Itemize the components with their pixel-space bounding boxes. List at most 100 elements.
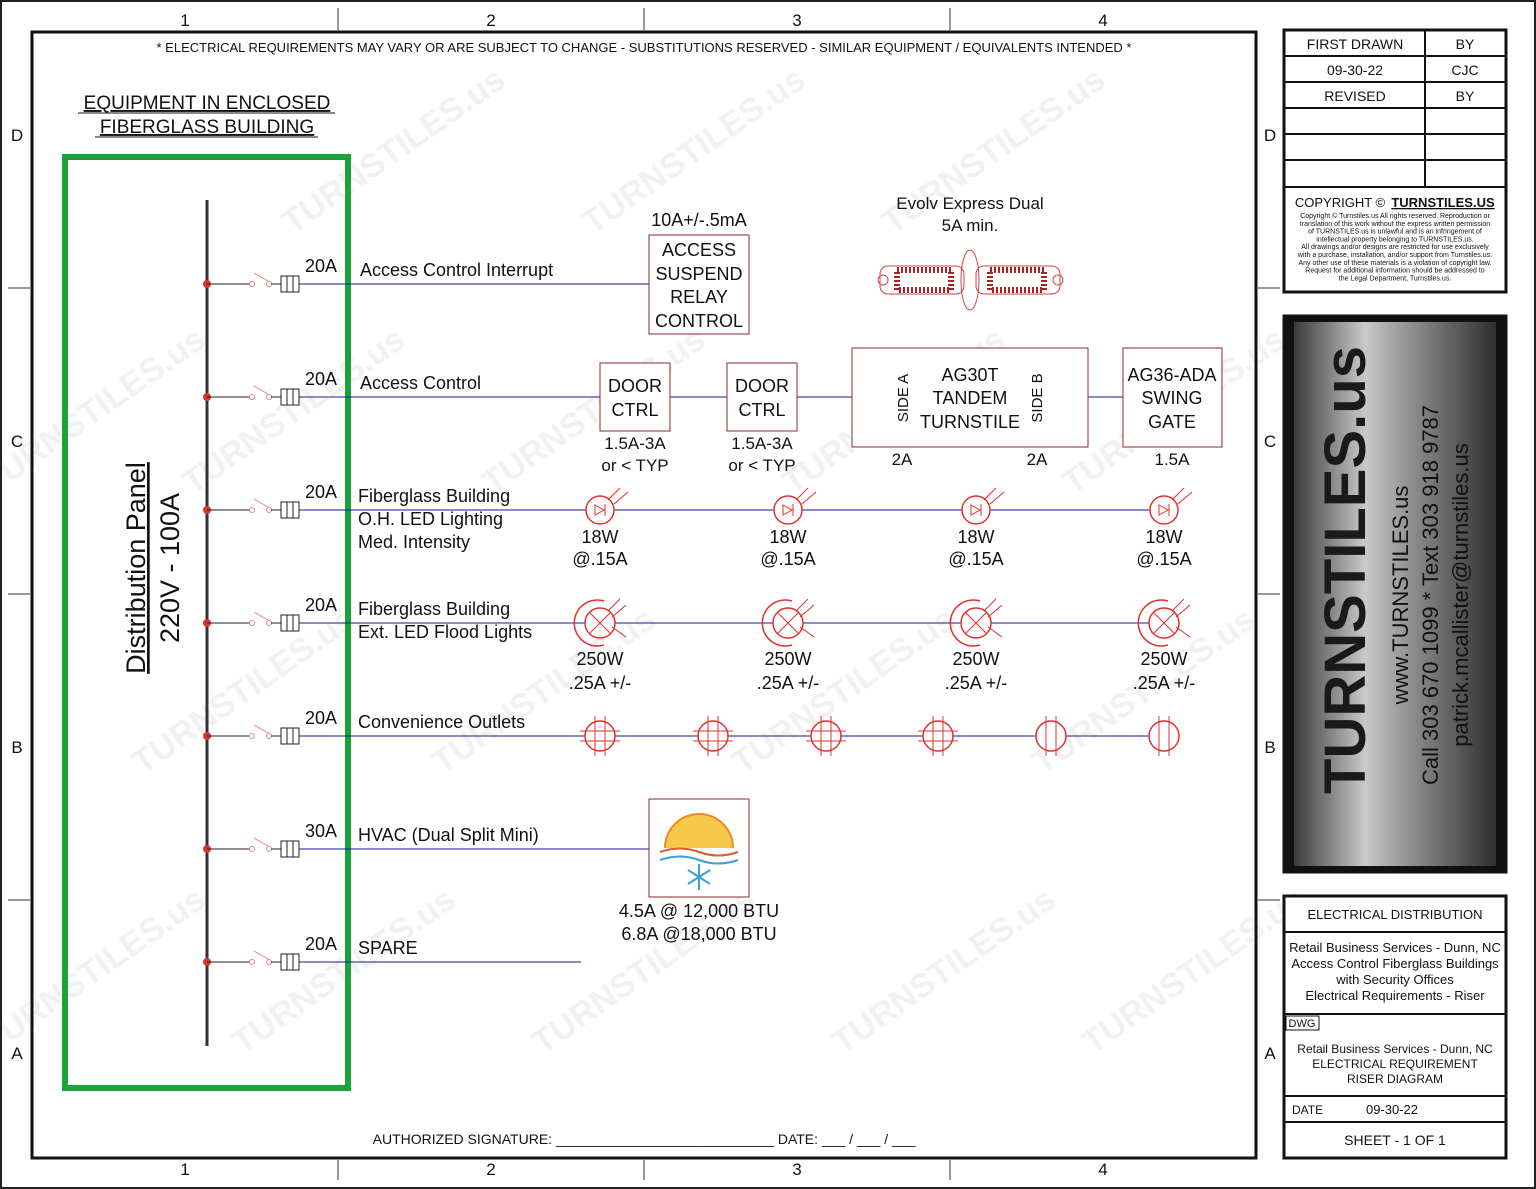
logo-phone: Call 303 670 1099 * Text 303 918 9787 — [1418, 405, 1443, 785]
turnstile-side-b: SIDE B — [1029, 373, 1046, 422]
breaker-rating: 20A — [305, 934, 337, 954]
watermark: TURNSTILES.us — [875, 60, 1112, 242]
led-current: @.15A — [760, 549, 815, 569]
section-title: ELECTRICAL DISTRIBUTION — [1307, 907, 1482, 922]
flood-cross — [777, 612, 799, 634]
led-wattage: 18W — [769, 527, 806, 547]
panel-rating: 220V - 100A — [155, 493, 185, 643]
outlet-lines — [693, 716, 733, 756]
watermark: TURNSTILES.us — [175, 320, 412, 502]
breaker-switch-icon — [253, 385, 269, 395]
led-light-icon — [773, 495, 803, 525]
swing-gate-text: SWING — [1142, 388, 1203, 408]
panel-title: Distribution Panel — [121, 462, 151, 674]
copyright-title: COPYRIGHT © — [1295, 195, 1386, 210]
door-ctrl-rating: 1.5A-3A — [731, 434, 793, 453]
door-ctrl-text: DOOR — [608, 376, 662, 396]
logo-panel — [1294, 322, 1496, 866]
turnstile-rating-a: 2A — [892, 450, 913, 469]
date-value: 09-30-22 — [1366, 1102, 1418, 1117]
outlet-icon — [918, 716, 958, 756]
watermark: TURNSTILES.us — [825, 880, 1062, 1062]
circuit-label: Access Control — [360, 373, 481, 393]
circuit-label: Fiberglass Building — [358, 599, 510, 619]
flood-light-icon — [949, 598, 1003, 647]
copyright-line: the Legal Department, Turnstiles.us. — [1339, 275, 1452, 282]
breaker-contact — [266, 394, 272, 400]
hvac-rating-1: 4.5A @ 12,000 BTU — [619, 901, 779, 921]
circuit-label: Access Control Interrupt — [360, 260, 553, 280]
fuse-icon — [280, 840, 300, 858]
copyright-line: Any other use of these materials is a vi… — [1299, 260, 1492, 267]
copyright-text: Copyright © Turnstiles.us All rights res… — [1297, 212, 1492, 282]
breaker-switch-icon — [253, 498, 269, 508]
circuit-label: Med. Intensity — [358, 532, 470, 552]
light-rays — [1171, 487, 1193, 505]
heading-line2: FIBERGLASS BUILDING — [100, 117, 314, 138]
diode-symbol — [1158, 504, 1170, 516]
led-light-icon — [961, 487, 1005, 525]
dwg-label: DWG — [1289, 1018, 1316, 1030]
breaker-switch-icon — [253, 611, 269, 621]
door-ctrl-rating: or < TYP — [728, 456, 795, 475]
flood-current: .25A +/- — [757, 673, 820, 693]
flood-reflector — [573, 599, 605, 647]
dwg-text: ELECTRICAL REQUIREMENT — [1312, 1057, 1478, 1071]
watermark: TURNSTILES.us — [225, 880, 462, 1062]
outlet-icon — [922, 720, 954, 752]
heading-line1: EQUIPMENT IN ENCLOSED — [84, 93, 331, 114]
sheet-number: SHEET - 1 OF 1 — [1344, 1132, 1446, 1148]
outlet-lines — [1158, 716, 1170, 756]
first-drawn-date: 09-30-22 — [1327, 62, 1383, 78]
project-text: Electrical Requirements - Riser — [1305, 988, 1485, 1003]
door-ctrl-rating: or < TYP — [601, 456, 668, 475]
turnstile-box — [851, 347, 1089, 448]
flood-wattage: 250W — [764, 649, 811, 669]
column-label: 1 — [180, 11, 189, 30]
breaker-contact — [249, 281, 255, 287]
row-label: B — [1264, 738, 1275, 757]
column-label: 2 — [486, 11, 495, 30]
breaker-rating: 20A — [305, 256, 337, 276]
circuits: 20A Access Control Interrupt 20A Access Con… — [203, 256, 1165, 971]
led-light-icon — [585, 487, 629, 525]
relay-text: ACCESS — [662, 240, 736, 260]
circuit-label: O.H. LED Lighting — [358, 509, 503, 529]
logo-web: www.TURNSTILES.us — [1388, 486, 1413, 706]
swing-gate-text: GATE — [1148, 412, 1196, 432]
door-ctrl-rating: 1.5A-3A — [604, 434, 666, 453]
turnstile-text: AG30T — [941, 365, 998, 385]
hvac-rating-2: 6.8A @18,000 BTU — [621, 924, 776, 944]
breaker-switch-icon — [253, 950, 269, 960]
outlet-lines — [580, 716, 620, 756]
door-ctrl-text: DOOR — [735, 376, 789, 396]
circuit-label: Convenience Outlets — [358, 712, 525, 732]
flood-current: .25A +/- — [1133, 673, 1196, 693]
flood-light-icon — [761, 598, 815, 647]
flood-wattage: 250W — [1140, 649, 1187, 669]
watermark: TURNSTILES.us — [475, 320, 712, 502]
relay-rating: 10A+/-.5mA — [651, 210, 747, 230]
breaker-contact — [266, 281, 272, 287]
circuit-0: 20A Access Control Interrupt — [203, 256, 649, 293]
drawn-by: CJC — [1451, 62, 1478, 78]
diode-symbol — [782, 504, 794, 516]
light-rays — [607, 487, 629, 505]
light-rays — [983, 487, 1005, 505]
turnstile-rating-b: 2A — [1027, 450, 1048, 469]
breaker-switch-icon — [253, 724, 269, 734]
flood-reflector — [761, 599, 793, 647]
outlet-icon — [1035, 716, 1067, 756]
breaker-contact — [249, 733, 255, 739]
turnstile-text: TANDEM — [933, 388, 1008, 408]
column-label: 4 — [1098, 11, 1107, 30]
breaker-rating: 20A — [305, 595, 337, 615]
